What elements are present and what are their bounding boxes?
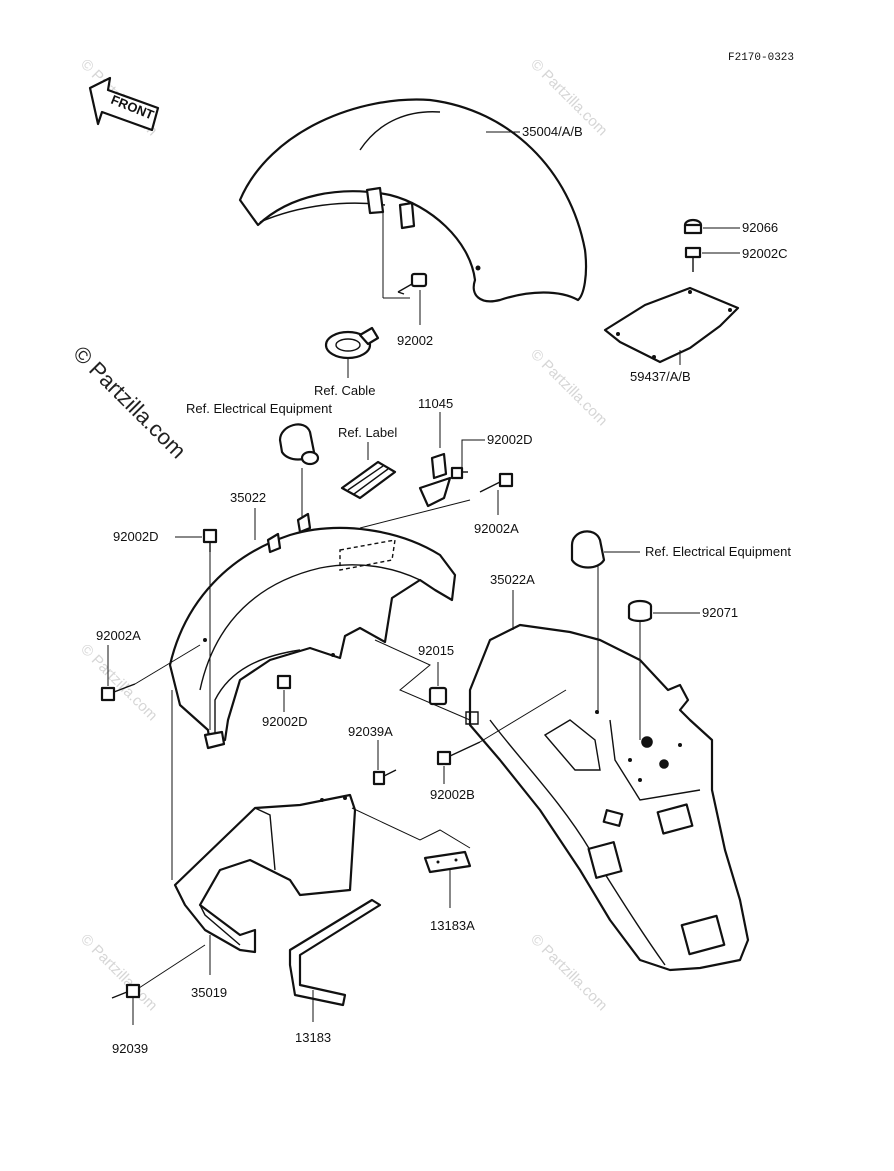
screw-92039a bbox=[372, 769, 397, 786]
cap-92066 bbox=[683, 218, 703, 235]
rear-fender-35022a bbox=[465, 623, 750, 972]
label-bolt-92002a-left: 92002A bbox=[96, 628, 141, 643]
bolt-92002d-top bbox=[450, 466, 468, 480]
bolt-92002 bbox=[397, 272, 428, 295]
label-cover-59437: 59437/A/B bbox=[630, 369, 691, 384]
front-arrow: FRONT bbox=[88, 76, 160, 132]
label-clip-11045: 11045 bbox=[418, 396, 453, 411]
label-bolt-92002: 92002 bbox=[397, 333, 433, 348]
label-bolt-92002d-left: 92002D bbox=[113, 529, 159, 544]
label-grommet-92071: 92071 bbox=[702, 605, 738, 620]
label-plate bbox=[340, 460, 397, 500]
watermark-3: © Partzilla.com bbox=[527, 346, 610, 429]
label-fender-35022a: 35022A bbox=[490, 572, 535, 587]
label-ref-electrical-1: Ref. Electrical Equipment bbox=[186, 401, 332, 416]
inner-fender-35022 bbox=[168, 512, 457, 750]
bracket-13183a bbox=[423, 850, 472, 874]
electrical-grommet-1 bbox=[278, 423, 320, 466]
watermark-7: © Partzilla.com bbox=[527, 931, 610, 1014]
label-bracket-13183a: 13183A bbox=[430, 918, 475, 933]
electrical-grommet-2 bbox=[570, 530, 606, 569]
bolt-92002c bbox=[684, 246, 702, 272]
clip-11045 bbox=[418, 452, 452, 508]
label-ref-cable: Ref. Cable bbox=[314, 383, 375, 398]
screw-92039 bbox=[111, 983, 141, 999]
label-bracket-13183: 13183 bbox=[295, 1030, 331, 1045]
label-cap-92066: 92066 bbox=[742, 220, 778, 235]
label-nut-92015-left: 92015 bbox=[418, 643, 454, 658]
label-bolt-92002a-right: 92002A bbox=[474, 521, 519, 536]
grommet-92071 bbox=[627, 599, 653, 623]
label-screw-92039: 92039 bbox=[112, 1041, 148, 1056]
label-ref-label: Ref. Label bbox=[338, 425, 397, 440]
watermark-main: © Partzilla.com bbox=[68, 341, 191, 464]
bolt-92002d-mid bbox=[276, 674, 292, 690]
label-ref-electrical-2: Ref. Electrical Equipment bbox=[645, 544, 791, 559]
bracket-13183 bbox=[288, 898, 382, 1007]
watermark-6: © Partzilla.com bbox=[77, 931, 160, 1014]
diagram-code: F2170-0323 bbox=[728, 52, 794, 64]
bolt-92002d-left bbox=[202, 528, 218, 552]
front-fender bbox=[238, 98, 588, 303]
label-bolt-92002d-mid: 92002D bbox=[262, 714, 308, 729]
label-bolt-92002d-top: 92002D bbox=[487, 432, 533, 447]
nut-92015-left bbox=[428, 686, 448, 706]
label-fender-front: 35004/A/B bbox=[522, 124, 583, 139]
label-bolt-92002b: 92002B bbox=[430, 787, 475, 802]
cover-59437 bbox=[603, 286, 740, 364]
label-bracket-35019: 35019 bbox=[191, 985, 227, 1000]
label-screw-92039a: 92039A bbox=[348, 724, 393, 739]
label-fender-35022: 35022 bbox=[230, 490, 266, 505]
bracket-35019 bbox=[173, 793, 357, 954]
watermark-4: © Partzilla.com bbox=[77, 641, 160, 724]
cable-grommet bbox=[324, 326, 380, 360]
bolt-92002b bbox=[436, 741, 481, 766]
bolt-92002a-right bbox=[479, 472, 514, 493]
label-bolt-92002c: 92002C bbox=[742, 246, 788, 261]
bolt-92002a-left bbox=[100, 683, 136, 702]
